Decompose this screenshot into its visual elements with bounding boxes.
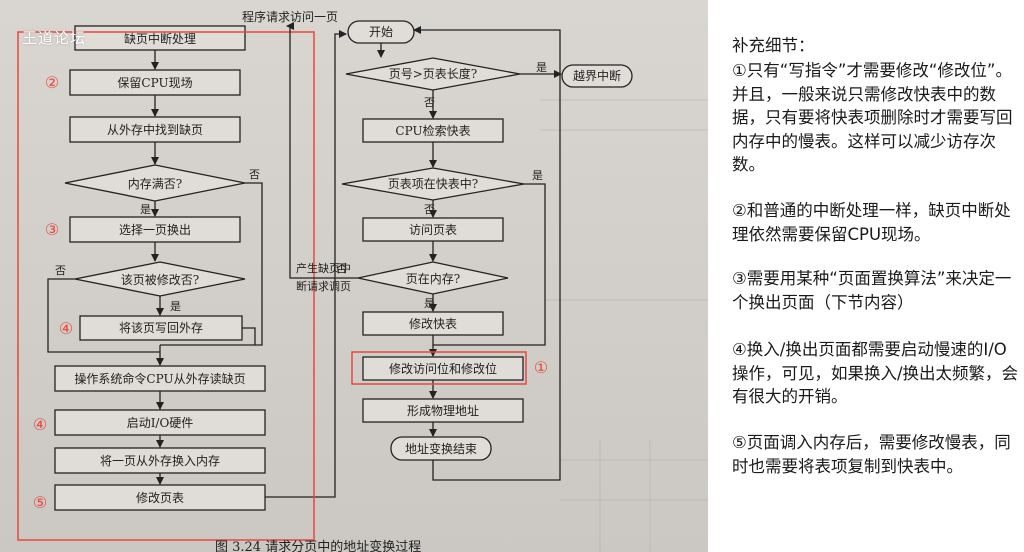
right-highlight-frame <box>351 351 527 385</box>
end-terminal <box>390 436 492 461</box>
text-in-memory: 页在内存? <box>406 272 460 286</box>
label-yes-modified: 是 <box>170 300 181 313</box>
box-form-address <box>362 398 524 423</box>
out-of-bounds-terminal <box>561 64 633 88</box>
text-modified: 该页被修改否? <box>121 272 199 287</box>
text-in-tlb: 页表项在快表中? <box>388 176 478 191</box>
marker-3: ③ <box>45 220 59 239</box>
text-visit-table: 访问页表 <box>409 223 457 237</box>
text-select-swap: 选择一页换出 <box>119 223 191 237</box>
text-page-check: 页号>页表长度? <box>389 66 478 81</box>
marker-4a: ④ <box>59 319 73 338</box>
box-update-bits <box>362 356 524 381</box>
text-page-fault-2: 断请求调页 <box>296 279 351 293</box>
text-start: 开始 <box>369 25 393 39</box>
note-1: ①只有“写指令”才需要修改“修改位”。并且，一般来说只需修改快表中的数据，只有要… <box>732 61 1013 174</box>
box-page-fault-handler <box>74 25 246 51</box>
note-5: ⑤页面调入内存后，需要修改慢表，同时也需要将表项复制到快表中。 <box>732 433 1011 476</box>
label-yes-memory: 是 <box>140 203 151 216</box>
label-no-modified: 否 <box>55 264 66 277</box>
box-start-io <box>54 409 266 436</box>
text-update-tlb: 修改快表 <box>409 316 457 331</box>
notes-title: 补充细节： <box>732 36 815 55</box>
marker-2: ② <box>45 73 59 92</box>
marker-5: ⑤ <box>33 493 47 512</box>
text-start-io: 启动I/O硬件 <box>127 416 194 430</box>
flowchart: 缺页中断处理 保留CPU现场 从外存中找到缺页 内存满否? 选择一页换出 该页被… <box>17 9 708 552</box>
text-os-command: 操作系统命令CPU从外存读缺页 <box>74 371 245 386</box>
note-4: ④换入/换出页面都需要启动慢速的I/O操作，可见，如果换入/换出太频繁，会有很大… <box>732 340 1019 406</box>
text-write-back: 将该页写回外存 <box>119 321 203 335</box>
label-yes-tlb: 是 <box>532 169 543 182</box>
left-highlight-frame <box>17 31 315 541</box>
text-end: 地址变换结束 <box>405 441 477 456</box>
label-yes-page: 是 <box>536 61 547 74</box>
box-os-command <box>54 365 266 392</box>
watermark: 王道论坛 <box>22 29 87 47</box>
box-write-back <box>79 315 243 341</box>
text-memory-full: 内存满否? <box>128 177 182 191</box>
text-save-cpu: 保留CPU现场 <box>117 76 192 90</box>
textbook-photo: 缺页中断处理 保留CPU现场 从外存中找到缺页 内存满否? 选择一页换出 该页被… <box>0 0 708 552</box>
marker-1: ① <box>534 358 548 377</box>
note-2: ②和普通的中断处理一样，缺页中断处理依然需要保留CPU现场。 <box>732 201 1011 244</box>
text-update-bits: 修改访问位和修改位 <box>389 361 497 376</box>
text-request: 程序请求访问一页 <box>242 9 338 24</box>
box-save-cpu <box>69 69 241 96</box>
text-top-label: 缺页中断处理 <box>124 31 196 46</box>
label-no-tlb: 否 <box>424 203 435 216</box>
box-find-missing <box>69 116 241 143</box>
label-no-page: 否 <box>424 96 435 109</box>
notes-panel: 补充细节： ①只有“写指令”才需要修改“修改位”。并且，一般来说只需修改快表中的… <box>708 0 1024 552</box>
note-3: ③需要用某种“页面置换算法”来决定一个换出页面（下节内容） <box>732 269 1012 312</box>
box-select-swap <box>69 216 241 243</box>
text-find-missing: 从外存中找到缺页 <box>107 122 203 137</box>
label-yes-memory-r: 是 <box>424 297 435 310</box>
text-update-table: 修改页表 <box>136 490 184 505</box>
label-no-memory: 否 <box>249 168 260 181</box>
label-no-memory-r: 否 <box>336 262 347 275</box>
text-page-fault-1: 产生缺页中 <box>296 261 351 275</box>
text-swap-in: 将一页从外存换入内存 <box>100 454 220 468</box>
text-tlb-search: CPU检索快表 <box>395 123 470 138</box>
marker-4b: ④ <box>33 415 47 434</box>
text-form-address: 形成物理地址 <box>407 404 479 418</box>
text-out-of-bounds: 越界中断 <box>573 68 621 83</box>
figure-caption: 图 3.24 请求分页中的地址变换过程 <box>215 539 421 552</box>
